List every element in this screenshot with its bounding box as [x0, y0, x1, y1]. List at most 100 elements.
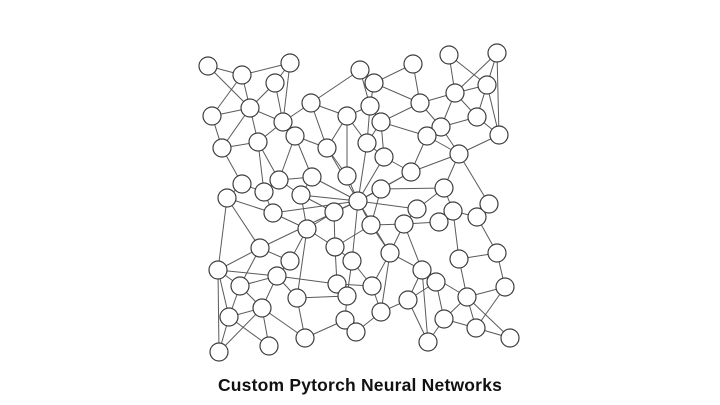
- graph-node: [477, 75, 497, 95]
- graph-node: [429, 212, 449, 232]
- graph-node: [443, 201, 463, 221]
- graph-node: [466, 318, 486, 338]
- graph-edge: [276, 275, 338, 285]
- graph-edge: [272, 200, 359, 214]
- graph-node: [208, 260, 228, 280]
- graph-node: [467, 107, 487, 127]
- graph-node: [431, 117, 451, 137]
- graph-node: [418, 332, 438, 352]
- graph-edge: [496, 52, 500, 136]
- graph-node: [495, 277, 515, 297]
- graph-node: [198, 56, 218, 76]
- graph-edge: [466, 296, 511, 339]
- graph-node: [357, 133, 377, 153]
- graph-node: [337, 106, 357, 126]
- graph-node: [479, 194, 499, 214]
- graph-node: [371, 179, 391, 199]
- graph-node: [335, 310, 355, 330]
- graph-edge: [421, 269, 429, 343]
- graph-node: [407, 199, 427, 219]
- graph-edge: [380, 187, 445, 190]
- graph-node: [324, 202, 344, 222]
- graph-node: [269, 170, 289, 190]
- graph-node: [439, 45, 459, 65]
- graph-edge: [310, 69, 361, 104]
- graph-node: [219, 307, 239, 327]
- graph-node: [317, 138, 337, 158]
- graph-edge: [357, 142, 368, 202]
- graph-node: [267, 266, 287, 286]
- graph-node: [212, 138, 232, 158]
- graph-edge: [296, 228, 308, 299]
- graph-node: [342, 251, 362, 271]
- graph-node: [445, 83, 465, 103]
- graph-edge: [458, 153, 490, 205]
- graph-node: [457, 287, 477, 307]
- graph-edge: [217, 269, 220, 353]
- graph-node: [449, 249, 469, 269]
- graph-edge: [226, 197, 261, 249]
- graph-nodes-layer: [198, 43, 520, 362]
- graph-node: [250, 238, 270, 258]
- graph-node: [263, 203, 283, 223]
- graph-node: [273, 112, 293, 132]
- graph-node: [202, 106, 222, 126]
- graph-node: [371, 112, 391, 132]
- graph-edge: [357, 200, 418, 210]
- graph-edge: [380, 252, 391, 313]
- graph-node: [232, 65, 252, 85]
- graph-node: [403, 54, 423, 74]
- graph-node: [248, 132, 268, 152]
- graph-node: [364, 73, 384, 93]
- graph-node: [489, 125, 509, 145]
- graph-node: [449, 144, 469, 164]
- graph-node: [230, 276, 250, 296]
- graph-node: [285, 126, 305, 146]
- graph-node: [350, 60, 370, 80]
- graph-node: [295, 328, 315, 348]
- graph-node: [434, 178, 454, 198]
- graph-edge: [217, 269, 278, 277]
- graph-node: [297, 219, 317, 239]
- graph-node: [380, 243, 400, 263]
- graph-node: [426, 272, 446, 292]
- graph-node: [254, 182, 274, 202]
- graph-node: [232, 174, 252, 194]
- graph-node: [412, 260, 432, 280]
- graph-node: [487, 43, 507, 63]
- graph-edge: [454, 52, 498, 94]
- graph-node: [500, 328, 520, 348]
- graph-node: [371, 302, 391, 322]
- graph-node: [302, 167, 322, 187]
- graph-node: [417, 126, 437, 146]
- graph-node: [398, 290, 418, 310]
- graph-node: [467, 207, 487, 227]
- graph-node: [252, 298, 272, 318]
- graph-edge: [282, 62, 291, 123]
- caption-text: Custom Pytorch Neural Networks: [217, 375, 503, 395]
- graph-node: [325, 237, 345, 257]
- graph-node: [394, 214, 414, 234]
- graph-node: [348, 191, 368, 211]
- graph-node: [217, 188, 237, 208]
- graph-node: [337, 286, 357, 306]
- graph-node: [280, 251, 300, 271]
- graph-edge: [218, 307, 263, 353]
- graph-node: [280, 53, 300, 73]
- graph-node: [360, 96, 380, 116]
- graph-edge: [207, 65, 251, 109]
- graph-node: [362, 276, 382, 296]
- graph-node: [265, 73, 285, 93]
- graph-node: [401, 162, 421, 182]
- graph-node: [487, 243, 507, 263]
- graph-node: [291, 185, 311, 205]
- graph-node: [434, 309, 454, 329]
- graph-node: [337, 166, 357, 186]
- graph-node: [374, 147, 394, 167]
- graph-node: [301, 93, 321, 113]
- graph-node: [346, 322, 366, 342]
- graph-edge: [217, 197, 228, 271]
- graph-node: [287, 288, 307, 308]
